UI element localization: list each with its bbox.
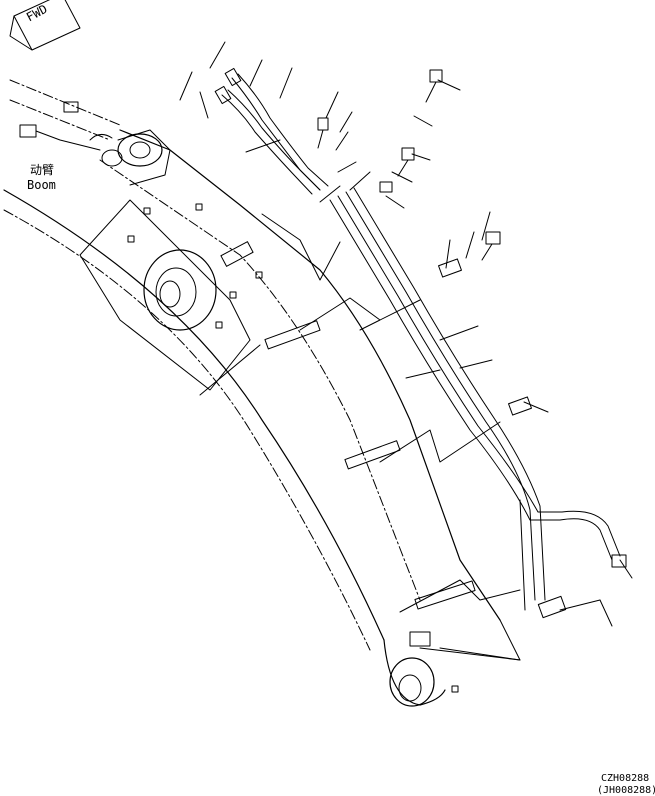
cylinder-mount-disk bbox=[143, 249, 217, 331]
boom-foot-boss bbox=[101, 129, 171, 186]
routing-lines bbox=[261, 213, 601, 661]
boom-label-en: Boom bbox=[27, 178, 56, 192]
drawing-code-alt: (JH008288) bbox=[597, 785, 655, 796]
boom-tip-boss bbox=[389, 657, 435, 707]
bolts bbox=[317, 69, 501, 261]
upper-hoses bbox=[214, 67, 329, 195]
boom-label-zh: 动臂 bbox=[30, 163, 55, 177]
foot-fittings bbox=[19, 101, 113, 151]
fwd-arrow-icon bbox=[9, 0, 81, 51]
hose-clamps bbox=[220, 241, 627, 647]
mounting-bolts bbox=[127, 203, 459, 693]
leader-lines bbox=[179, 41, 633, 627]
drawing-code: CZH08288 bbox=[601, 773, 650, 784]
boom-body bbox=[3, 79, 521, 706]
boom-tubes bbox=[329, 187, 621, 611]
